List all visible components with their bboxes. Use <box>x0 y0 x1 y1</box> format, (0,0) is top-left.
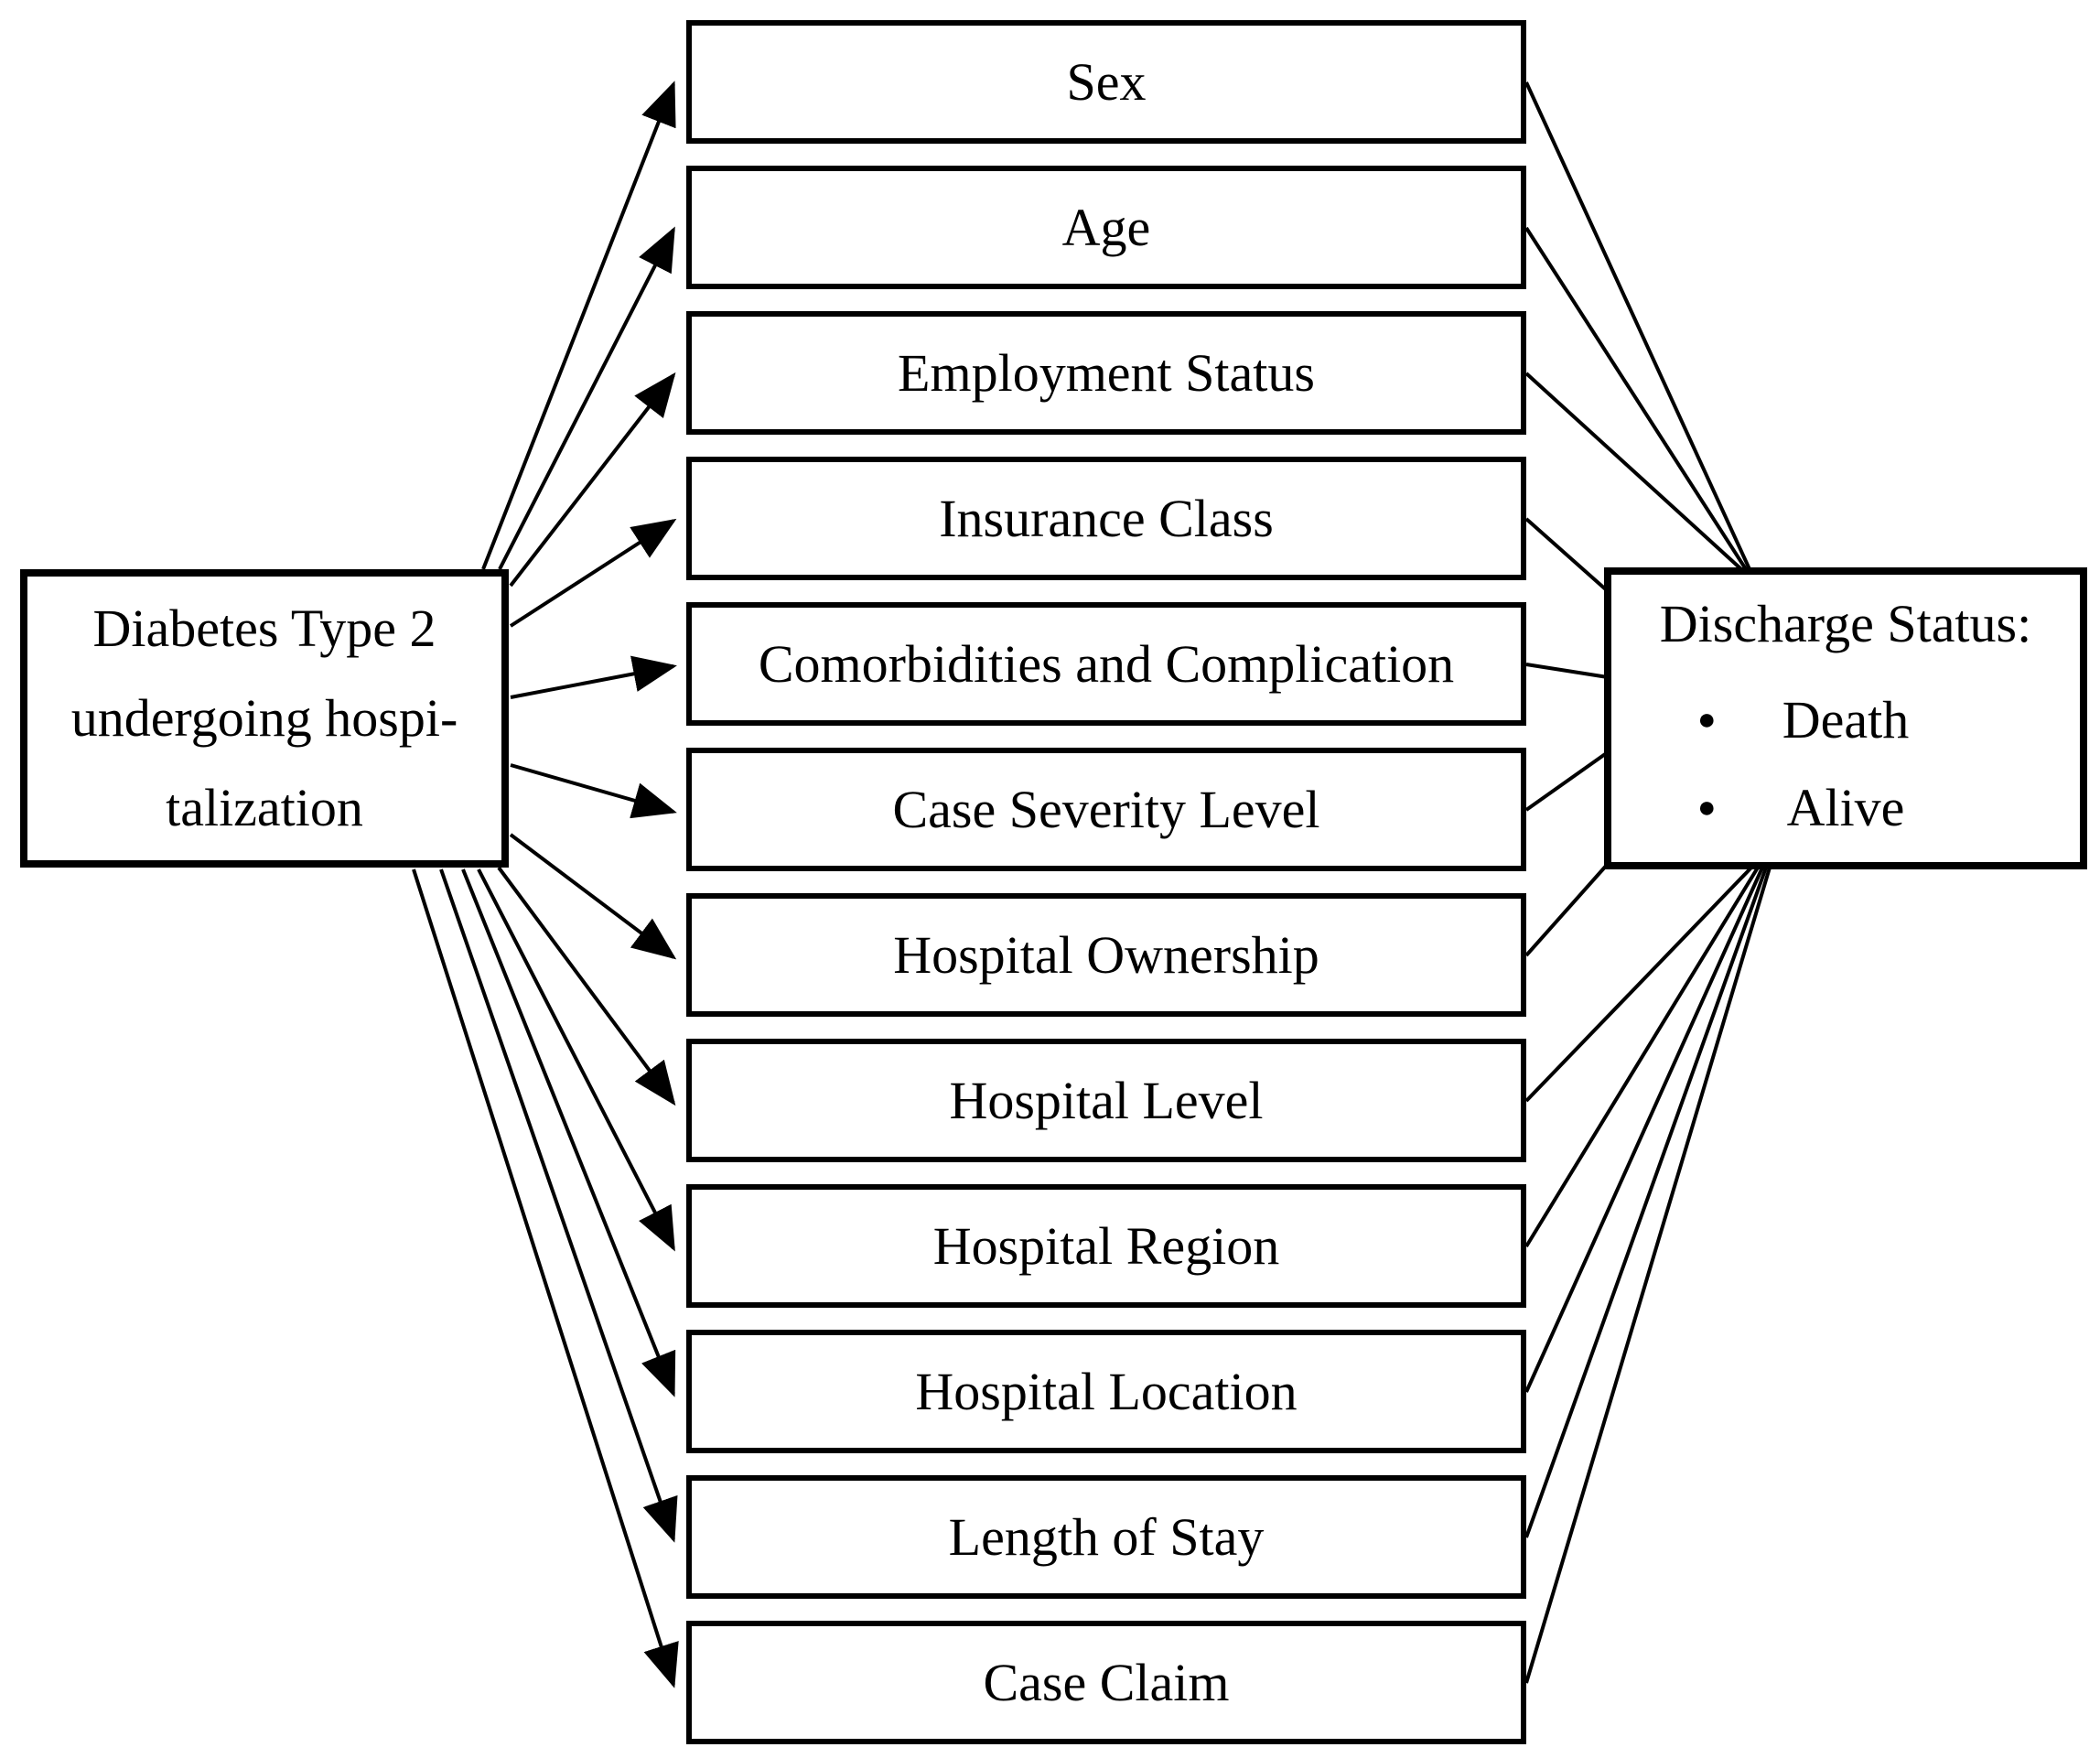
outcome-item-death: ● Death <box>1633 676 2058 764</box>
factor-label: Hospital Location <box>915 1362 1298 1421</box>
bullet-icon: ● <box>1697 791 1717 825</box>
connector-hospital-location-to-outcome <box>1524 867 1764 1393</box>
factor-label: Hospital Region <box>932 1216 1280 1276</box>
factor-box-hospital-region: Hospital Region <box>686 1184 1526 1308</box>
connector-insurance-class-to-outcome <box>1524 517 1610 593</box>
connector-employment-status-to-outcome <box>1524 372 1743 571</box>
arrow-source-to-hospital-ownership <box>509 833 677 960</box>
factor-box-case-claim: Case Claim <box>686 1621 1526 1744</box>
factor-box-hospital-ownership: Hospital Ownership <box>686 893 1526 1017</box>
connector-case-claim-to-outcome <box>1524 867 1772 1684</box>
factor-box-employment-status: Employment Status <box>686 311 1526 435</box>
arrow-source-to-comorbidities <box>510 655 677 699</box>
factor-label: Hospital Level <box>949 1071 1264 1130</box>
factor-label: Insurance Class <box>939 489 1274 548</box>
factor-label: Case Severity Level <box>892 780 1320 839</box>
connector-hospital-level-to-outcome <box>1524 866 1753 1103</box>
arrow-source-to-hospital-level <box>497 866 676 1106</box>
factor-label: Age <box>1061 198 1151 257</box>
connector-hospital-ownership-to-outcome <box>1524 862 1610 957</box>
factor-box-length-of-stay: Length of Stay <box>686 1475 1526 1599</box>
factor-box-comorbidities: Comorbidities and Complication <box>686 602 1526 726</box>
outcome-item-label: Alive <box>1786 778 1905 837</box>
factor-label: Comorbidities and Complication <box>758 634 1455 694</box>
connector-age-to-outcome <box>1524 226 1748 571</box>
factor-box-age: Age <box>686 166 1526 289</box>
outcome-box: Discharge Status: ● Death ● Alive <box>1604 567 2087 869</box>
outcome-item-label: Death <box>1782 690 1910 750</box>
arrow-source-to-sex <box>481 81 676 570</box>
arrow-source-to-case-severity-level <box>510 763 677 819</box>
arrow-source-to-hospital-region <box>477 868 675 1252</box>
factor-box-insurance-class: Insurance Class <box>686 457 1526 580</box>
factor-label: Length of Stay <box>948 1507 1265 1567</box>
factor-label: Sex <box>1066 52 1147 112</box>
connector-hospital-region-to-outcome <box>1524 866 1760 1248</box>
connector-length-of-stay-to-outcome <box>1524 867 1768 1538</box>
factor-box-hospital-level: Hospital Level <box>686 1039 1526 1162</box>
source-box: Diabetes Type 2 undergoing hospi- taliza… <box>20 569 509 868</box>
outcome-item-alive: ● Alive <box>1633 764 2058 852</box>
arrow-source-to-insurance-class <box>509 518 677 628</box>
outcome-title: Discharge Status: <box>1659 594 2032 653</box>
factor-label: Hospital Ownership <box>893 925 1319 985</box>
arrow-source-to-case-claim <box>412 868 679 1688</box>
arrow-source-to-employment-status <box>509 372 676 588</box>
connector-comorbidities-to-outcome <box>1525 663 1609 679</box>
connector-case-severity-level-to-outcome <box>1524 750 1610 812</box>
factor-box-case-severity-level: Case Severity Level <box>686 748 1526 871</box>
source-box-line: undergoing hospi- <box>70 688 458 748</box>
arrow-source-to-hospital-location <box>461 868 676 1397</box>
connector-sex-to-outcome <box>1524 81 1751 570</box>
source-box-line: talization <box>166 778 363 837</box>
bullet-icon: ● <box>1697 703 1717 737</box>
factor-label: Employment Status <box>898 343 1315 403</box>
source-box-line: Diabetes Type 2 <box>92 599 436 658</box>
arrow-source-to-age <box>498 226 675 570</box>
factor-box-hospital-location: Hospital Location <box>686 1330 1526 1453</box>
arrow-source-to-length-of-stay <box>439 868 678 1543</box>
factor-box-sex: Sex <box>686 20 1526 144</box>
factor-label: Case Claim <box>983 1653 1230 1712</box>
